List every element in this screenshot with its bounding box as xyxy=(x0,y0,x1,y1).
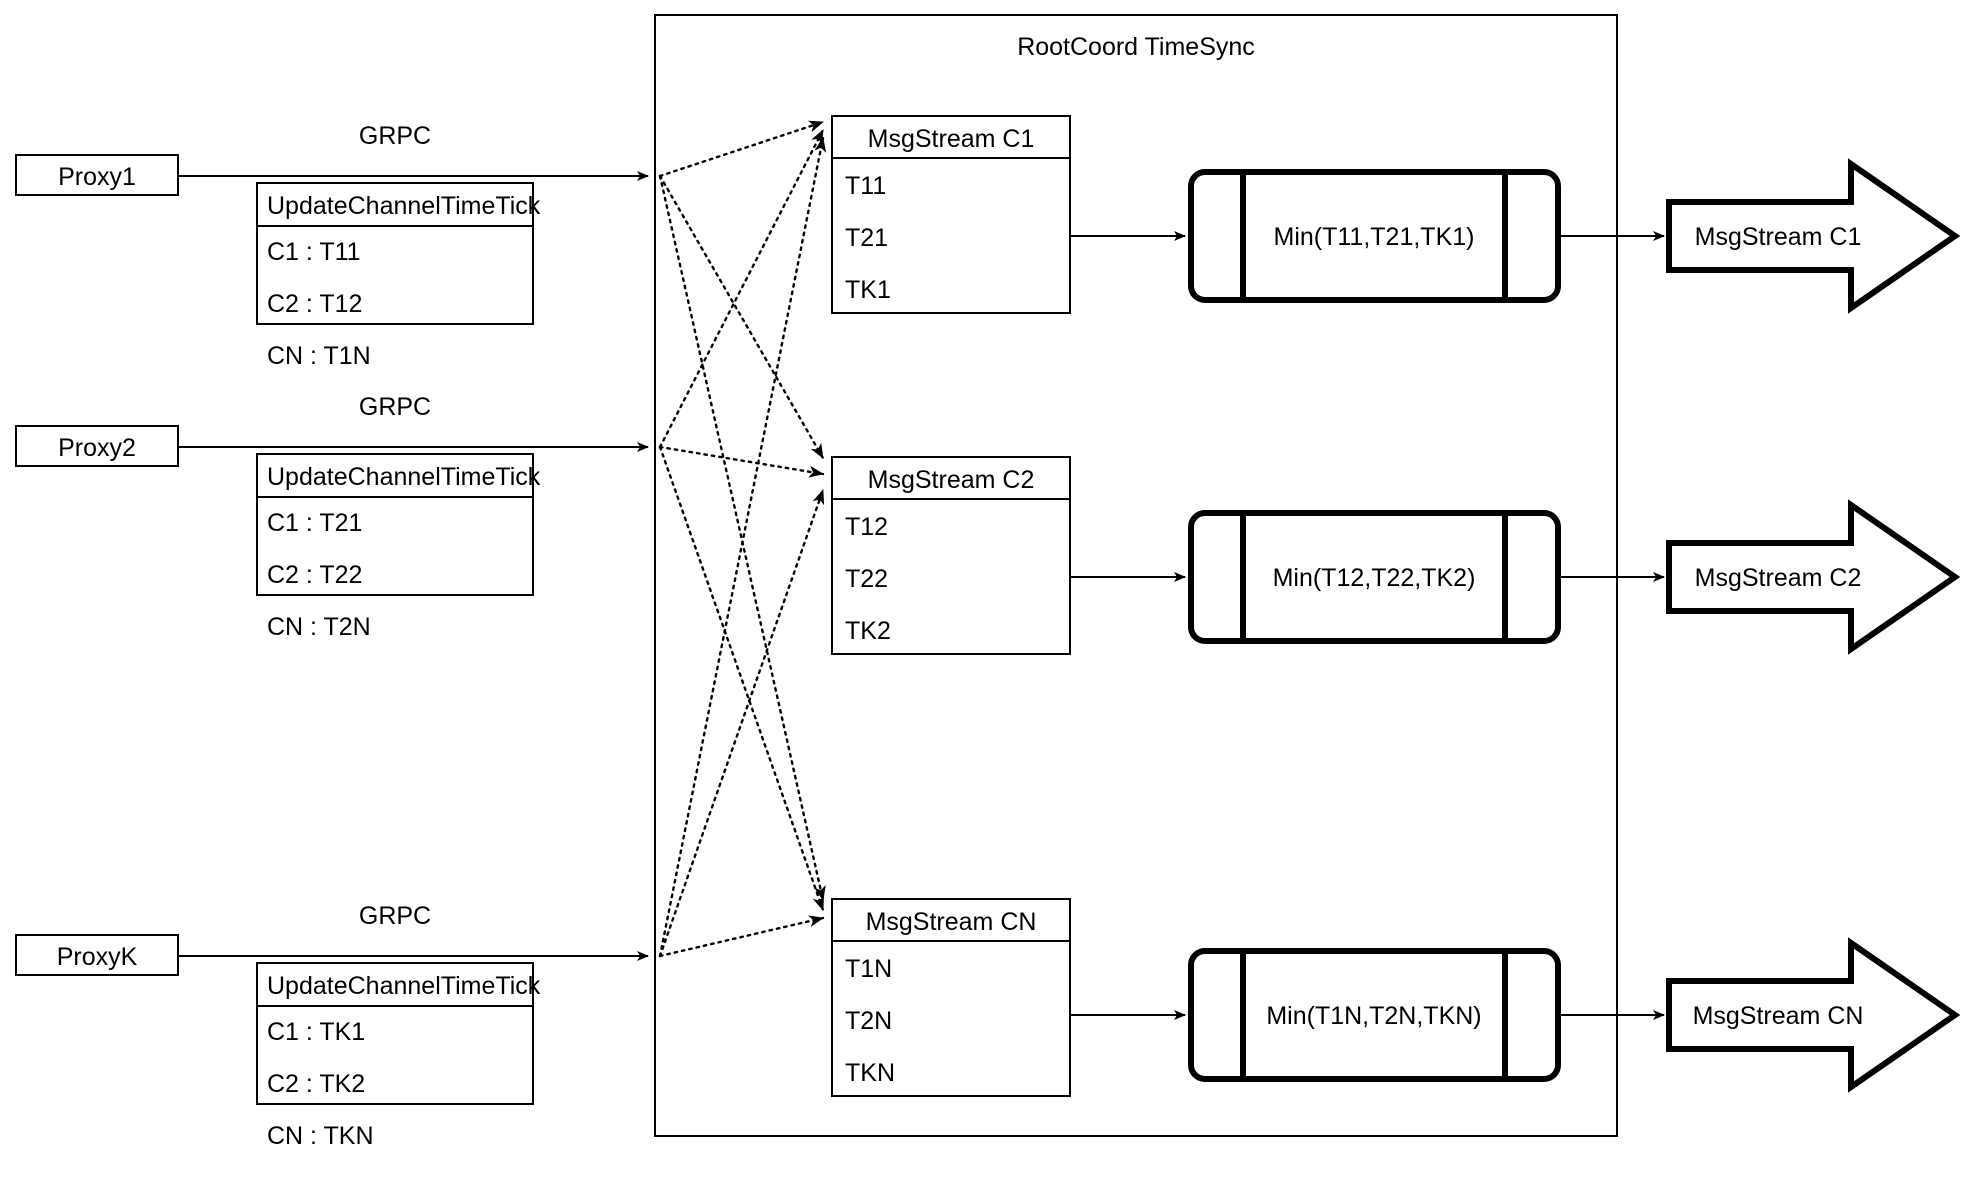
tick-row-1-0: C1 : T11 xyxy=(267,238,361,266)
fanout-1-to-c1 xyxy=(658,120,825,178)
proxy-box-3 xyxy=(15,934,179,976)
output-block-arrow-2 xyxy=(1666,499,1961,655)
proxy-box-2 xyxy=(15,425,179,467)
proxy-box-1 xyxy=(15,154,179,196)
msgstream-header-3: MsgStream CN xyxy=(866,908,1037,936)
msgstream-row-3-2: TKN xyxy=(845,1059,895,1087)
msgstream-header-1: MsgStream C1 xyxy=(868,125,1035,153)
fanout-3-to-c2 xyxy=(658,488,825,958)
container-title: RootCoord TimeSync xyxy=(1017,33,1255,61)
fanout-2-to-cn xyxy=(658,445,825,912)
fanout-2-to-c1 xyxy=(658,128,825,449)
tick-row-3-1: C2 : TK2 xyxy=(267,1070,365,1098)
tick-row-2-0: C1 : T21 xyxy=(267,509,362,537)
output-block-arrow-3 xyxy=(1666,937,1961,1093)
output-label-1: MsgStream C1 xyxy=(1695,223,1862,251)
msgstream-row-2-1: T22 xyxy=(845,565,888,593)
output-label-3: MsgStream CN xyxy=(1693,1002,1864,1030)
msgstream-row-2-2: TK2 xyxy=(845,617,891,645)
fanout-2-to-c2 xyxy=(658,445,825,478)
msgstream-header-2: MsgStream C2 xyxy=(868,466,1035,494)
grpc-label-3: GRPC xyxy=(359,902,431,930)
tick-table-header-3: UpdateChannelTimeTick xyxy=(267,972,541,1000)
msgstream-row-3-1: T2N xyxy=(845,1007,892,1035)
min-process-label-1: Min(T11,T21,TK1) xyxy=(1274,223,1475,251)
tick-table-2 xyxy=(256,453,534,596)
min-process-label-2: Min(T12,T22,TK2) xyxy=(1273,564,1476,592)
tick-row-3-2: CN : TKN xyxy=(267,1122,374,1150)
proxy-label-3: ProxyK xyxy=(57,943,138,971)
fanout-1-to-c2 xyxy=(658,174,825,460)
tick-row-3-0: C1 : TK1 xyxy=(267,1018,365,1046)
msgstream-row-1-0: T11 xyxy=(845,172,886,200)
output-block-arrow-1 xyxy=(1666,158,1961,314)
grpc-label-1: GRPC xyxy=(359,122,431,150)
output-label-2: MsgStream C2 xyxy=(1695,564,1862,592)
msgstream-row-1-1: T21 xyxy=(845,224,888,252)
tick-row-2-2: CN : T2N xyxy=(267,613,371,641)
fanout-3-to-cn xyxy=(658,915,825,958)
tick-row-1-2: CN : T1N xyxy=(267,342,371,370)
tick-table-header-2: UpdateChannelTimeTick xyxy=(267,463,541,491)
min-process-label-3: Min(T1N,T2N,TKN) xyxy=(1266,1002,1481,1030)
msgstream-row-2-0: T12 xyxy=(845,513,888,541)
msgstream-table-2 xyxy=(831,456,1071,655)
grpc-label-2: GRPC xyxy=(359,393,431,421)
tick-row-2-1: C2 : T22 xyxy=(267,561,362,589)
tick-row-1-1: C2 : T12 xyxy=(267,290,362,318)
proxy-label-1: Proxy1 xyxy=(58,163,136,191)
msgstream-table-1 xyxy=(831,115,1071,314)
msgstream-row-3-0: T1N xyxy=(845,955,892,983)
tick-table-header-1: UpdateChannelTimeTick xyxy=(267,192,541,220)
msgstream-row-1-2: TK1 xyxy=(845,276,891,304)
fanout-1-to-cn xyxy=(658,174,826,902)
msgstream-table-3 xyxy=(831,898,1071,1097)
tick-table-1 xyxy=(256,182,534,325)
tick-table-3 xyxy=(256,962,534,1105)
proxy-label-2: Proxy2 xyxy=(58,434,136,462)
